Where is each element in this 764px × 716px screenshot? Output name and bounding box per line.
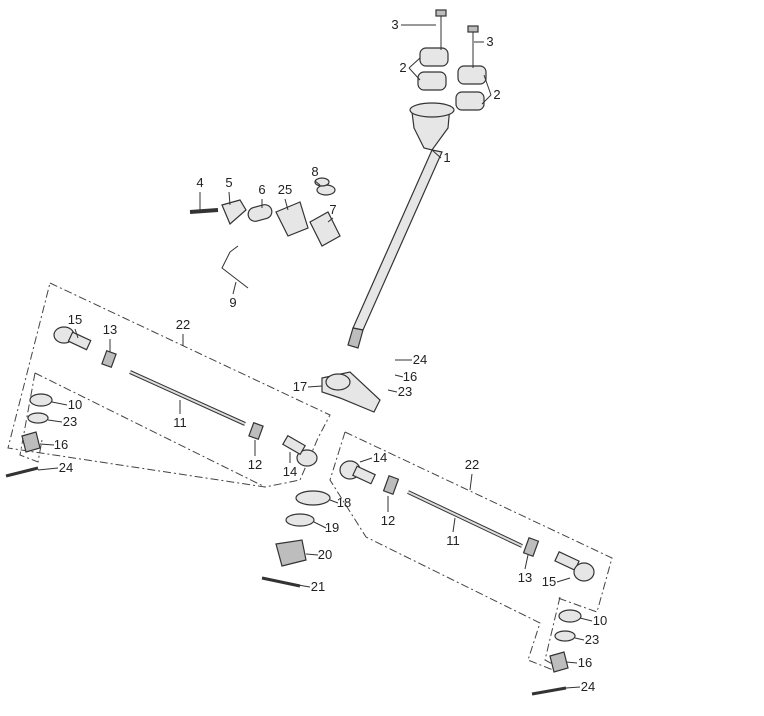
callout-17: 17 xyxy=(292,379,308,394)
callout-22: 22 xyxy=(175,317,191,332)
pivot-parts xyxy=(189,177,341,289)
callout-9: 9 xyxy=(229,295,237,310)
callout-24: 24 xyxy=(412,352,428,367)
callout-20: 20 xyxy=(317,547,333,562)
callout-16: 16 xyxy=(577,655,593,670)
callout-18: 18 xyxy=(336,495,352,510)
callout-25: 25 xyxy=(277,182,293,197)
clamp-bolts xyxy=(435,9,479,68)
callout-14: 14 xyxy=(372,450,388,465)
callout-7: 7 xyxy=(329,202,337,217)
callout-23: 23 xyxy=(397,384,413,399)
callout-15: 15 xyxy=(541,574,557,589)
callout-16: 16 xyxy=(402,369,418,384)
callout-12: 12 xyxy=(380,513,396,528)
right-tie-rod-assembly xyxy=(339,460,595,696)
callout-23: 23 xyxy=(62,414,78,429)
callout-4: 4 xyxy=(196,175,204,190)
callout-16: 16 xyxy=(53,437,69,452)
callout-11: 11 xyxy=(173,415,187,430)
callout-15: 15 xyxy=(67,312,83,327)
callout-10: 10 xyxy=(592,613,608,628)
callout-23: 23 xyxy=(584,632,600,647)
callout-5: 5 xyxy=(225,175,233,190)
callout-21: 21 xyxy=(310,579,326,594)
callout-12: 12 xyxy=(247,457,263,472)
shaft-clamp-upper-pair xyxy=(417,47,487,111)
callout-6: 6 xyxy=(258,182,266,197)
callout-11: 11 xyxy=(446,533,460,548)
callout-22: 22 xyxy=(464,457,480,472)
callout-13: 13 xyxy=(102,322,118,337)
callout-19: 19 xyxy=(324,520,340,535)
center-fasteners xyxy=(261,490,331,588)
callout-2: 2 xyxy=(399,60,407,75)
callout-3: 3 xyxy=(391,17,399,32)
group-boundary-right-tie-rod xyxy=(329,431,613,671)
callout-1: 1 xyxy=(443,150,451,165)
callout-13: 13 xyxy=(517,570,533,585)
callout-24: 24 xyxy=(580,679,596,694)
left-tie-rod-assembly xyxy=(5,326,318,478)
group-boundary-left-tie-rod xyxy=(7,282,331,488)
callout-3: 3 xyxy=(486,34,494,49)
callout-2: 2 xyxy=(493,87,501,102)
group-boundary-left-ball-joint xyxy=(19,372,266,488)
callout-14: 14 xyxy=(282,464,298,479)
steering-shaft xyxy=(347,102,455,349)
callout-8: 8 xyxy=(311,164,319,179)
leader-lines xyxy=(37,24,593,689)
callout-10: 10 xyxy=(67,397,83,412)
callout-24: 24 xyxy=(58,460,74,475)
